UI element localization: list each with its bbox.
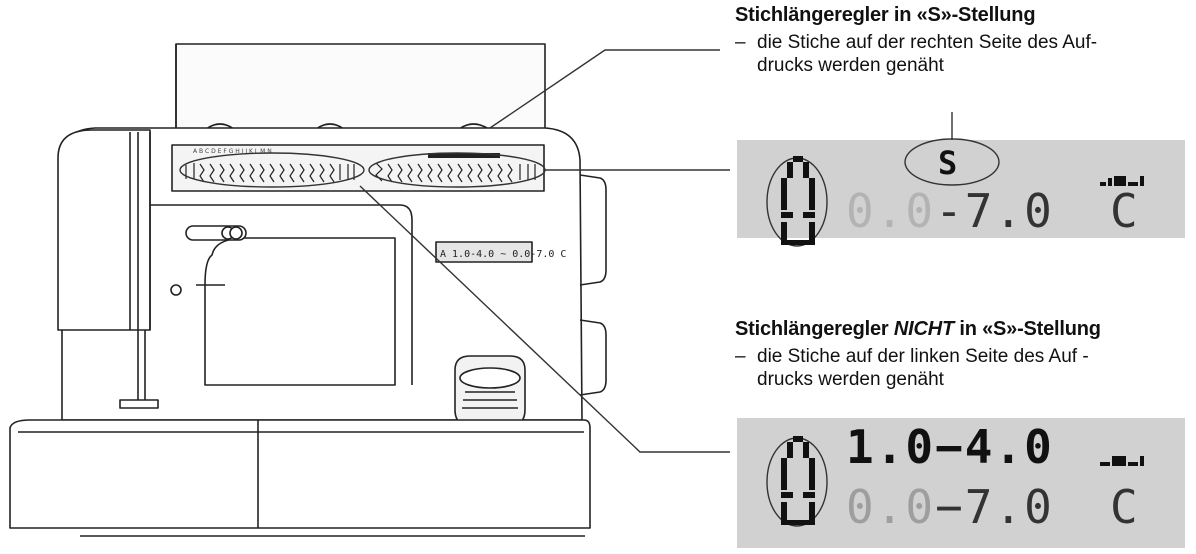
caption-s-position-line1: die Stiche auf der rechten Seite des Auf…: [757, 32, 1098, 53]
caption-not-s-position-line2: drucks werden genäht: [757, 369, 944, 390]
stitch-symbols-left: A B C D E F G H I J K L M N: [185, 148, 355, 183]
machine-lid: [175, 43, 546, 131]
presser-foot: [119, 399, 159, 409]
leader-left-stitches: [359, 185, 730, 453]
lcd-bottom-presser-icon: [781, 436, 815, 525]
handwheel: [579, 174, 607, 286]
stitch-letter-row: A B C D E F G H I J K L M N: [193, 148, 272, 155]
machine-lcd: [435, 241, 533, 263]
lcd-bottom-range-lower: 0.0−7.0: [846, 480, 1054, 534]
stitch-symbols-right: [375, 153, 536, 183]
lcd-top-presser-icon: [781, 156, 815, 245]
caption-not-s-position-title: Stichlängeregler NICHT in «S»-Stellung: [735, 318, 1101, 341]
side-knob: [579, 319, 607, 396]
lcd-bottom-stitch-icon: [1100, 456, 1144, 466]
caption-dash: –: [735, 32, 746, 53]
caption-not-s-title-emph: NICHT: [893, 318, 954, 340]
lcd-top-code: C: [1110, 184, 1140, 238]
caption-not-s-position: Stichlängeregler NICHT in «S»-Stellung –…: [735, 318, 1101, 391]
caption-dash-2: –: [735, 346, 746, 367]
caption-not-s-position-line1: die Stiche auf der linken Seite des Auf …: [757, 346, 1089, 367]
lcd-top-mode: S: [938, 144, 960, 182]
lcd-top-range-value: -7.0: [935, 184, 1054, 238]
caption-not-s-title-prefix: Stichlängeregler: [735, 318, 894, 340]
caption-not-s-position-text: –die Stiche auf der linken Seite des Auf…: [735, 345, 1101, 391]
lcd-bottom-range-upper: 1.0−4.0: [846, 420, 1054, 474]
lcd-top-range: 0.0-7.0: [846, 184, 1054, 238]
lcd-bottom-range-value: −7.0: [935, 480, 1054, 534]
leader-lid: [489, 49, 720, 129]
lcd-bottom-code: C: [1110, 480, 1140, 534]
highlight-left-stitches: [179, 152, 365, 188]
caption-s-position-text: –die Stiche auf der rechten Seite des Au…: [735, 31, 1097, 77]
stitch-chart-strip: [171, 144, 545, 192]
lcd-top-stitch-icon: [1100, 176, 1144, 186]
caption-s-position-title: Stichlängeregler in «S»-Stellung: [735, 4, 1036, 26]
lcd-bottom-range-faded: 0.0: [846, 480, 936, 534]
arm-cutout: [204, 237, 396, 386]
caption-s-position-line2: drucks werden genäht: [757, 55, 944, 76]
caption-not-s-title-suffix: in «S»-Stellung: [954, 318, 1101, 340]
lcd-bottom-graphics: [766, 436, 1144, 527]
face-plate: [57, 129, 151, 331]
caption-s-position: Stichlängeregler in «S»-Stellung –die St…: [735, 4, 1097, 77]
machine-lcd-text: A 1.0-4.0 ~ 0.0-7.0 C: [440, 249, 566, 260]
machine-base: [9, 419, 591, 529]
lcd-top-range-faded: 0.0: [846, 184, 936, 238]
lcd-top-graphics: [766, 138, 1144, 247]
